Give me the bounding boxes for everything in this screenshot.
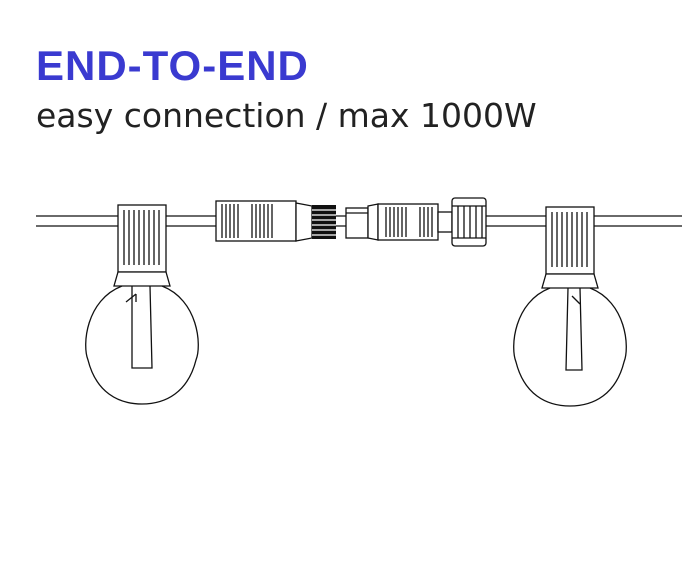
left-bulb-globe bbox=[85, 285, 199, 405]
left-bulb-socket bbox=[113, 204, 171, 287]
subtitle: easy connection / max 1000W bbox=[36, 96, 537, 135]
right-bulb-globe bbox=[513, 287, 627, 407]
title: END-TO-END bbox=[36, 42, 309, 89]
right-bulb-socket bbox=[541, 206, 599, 289]
female-connector bbox=[345, 197, 487, 247]
male-connector-thread bbox=[312, 205, 336, 239]
female-connector-nut bbox=[451, 197, 487, 247]
male-connector bbox=[215, 200, 336, 242]
left-bulb bbox=[85, 204, 199, 405]
right-bulb bbox=[513, 206, 627, 407]
